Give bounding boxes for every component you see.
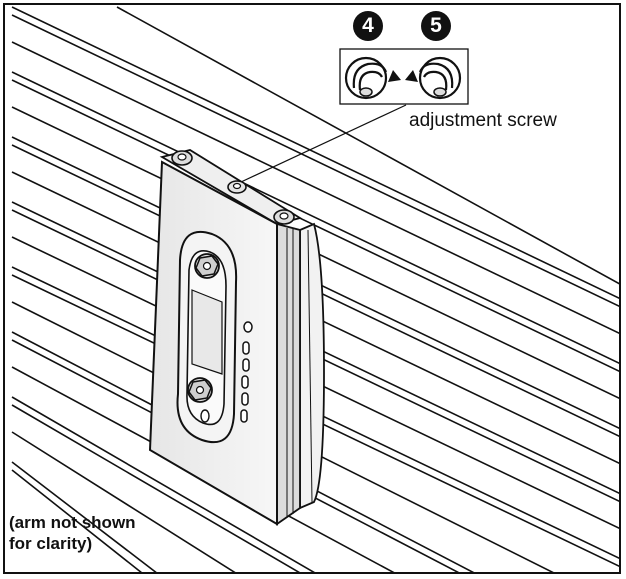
top-screw-right [273, 209, 295, 225]
bolt-upper [194, 253, 220, 279]
diagram-frame [3, 3, 621, 574]
clarity-note-line2: for clarity) [9, 534, 93, 553]
bolt-lower [187, 377, 213, 403]
clarity-note-line1: (arm not shown [9, 513, 136, 532]
rotate-clockwise-icon [344, 56, 401, 100]
slot-hole [200, 409, 210, 423]
adjustment-screw [227, 180, 247, 194]
clarity-note: (arm not shown for clarity) [9, 512, 136, 554]
indicator-holes [240, 321, 253, 423]
step-badge-5: 5 [421, 11, 451, 41]
adjustment-screw-label: adjustment screw [409, 110, 557, 131]
step-badge-4: 4 [353, 11, 383, 41]
bracket-side [276, 222, 301, 526]
rotate-counterclockwise-icon [405, 56, 462, 100]
leader-line [240, 104, 407, 183]
mounting-diagram [11, 6, 619, 572]
rear-bracket [299, 222, 325, 510]
top-screw-left [171, 150, 193, 166]
